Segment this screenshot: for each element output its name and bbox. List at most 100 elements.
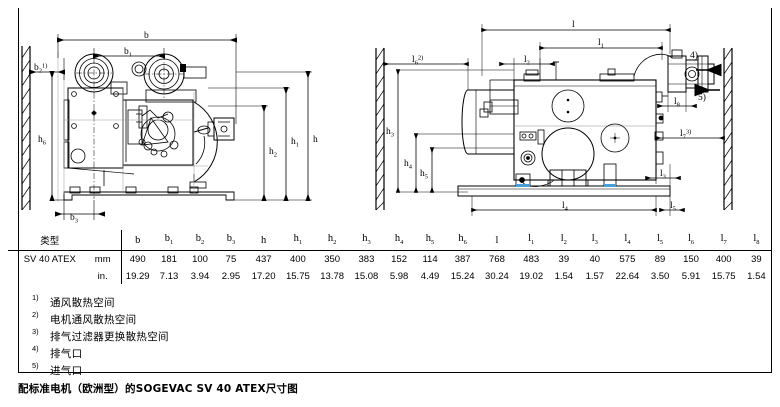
- cell-value: 1.54: [747, 270, 766, 282]
- footnote-item: 3) 排气过滤器更换散热空间: [22, 327, 442, 346]
- cell-type: [8, 268, 90, 284]
- footnote-list: 1) 通风散热空间 2) 电机通风散热空间 3) 排气过滤器更换散热空间 4) …: [22, 293, 442, 380]
- footnote-marker: 2): [32, 310, 39, 319]
- column-header-unit: [89, 230, 122, 251]
- cell-value: 15.75: [285, 270, 310, 282]
- dim-label-b3: b3: [70, 213, 78, 224]
- cell-value: 400: [715, 254, 732, 265]
- footnote-item: 4) 排气口: [22, 344, 442, 363]
- footnote-text: 排气过滤器更换散热空间: [50, 331, 169, 343]
- dimension-table: 类型 b b1 b2 b3 h h1 h2 h3 h4 h5 h6 l l1 l…: [8, 230, 772, 284]
- column-header-b3: b3: [215, 230, 247, 251]
- cell-value: 5.98: [389, 270, 409, 282]
- cell-value: 490: [120, 250, 154, 268]
- cell-value: 437: [255, 254, 272, 265]
- dimension-table-wrapper: 类型 b b1 b2 b3 h h1 h2 h3 h4 h5 h6 l l1 l…: [8, 230, 772, 284]
- callout-marker-4: 4): [690, 50, 698, 61]
- figure-caption: 配标准电机（欧洲型）的SOGEVAC SV 40 ATEX尺寸图: [18, 383, 298, 395]
- dim-label-h4: h4: [404, 159, 413, 171]
- dim-label-l6: l62): [412, 55, 423, 67]
- cell-value: 400: [289, 254, 306, 265]
- cell-value: 383: [358, 254, 375, 265]
- cell-value: 75: [225, 254, 237, 265]
- column-header-l5: l5: [644, 230, 676, 251]
- cell-value: 1.54: [554, 270, 574, 282]
- column-header-b2: b2: [184, 230, 216, 251]
- column-header-l6: l6: [675, 230, 707, 251]
- dim-label-h3: h3: [386, 127, 394, 139]
- dim-label-l5: l5: [670, 201, 676, 213]
- cell-value: 40: [589, 254, 601, 265]
- column-header-l1: l1: [514, 230, 549, 251]
- front-view-drawing: b b1 b21) b3 h h1 h2 h6: [8, 14, 338, 224]
- column-header-type: 类型: [8, 230, 90, 251]
- cell-value: 181: [161, 254, 177, 265]
- dim-label-l7: l73): [680, 129, 691, 141]
- cell-value: 15.08: [354, 270, 379, 282]
- column-header-h4: h4: [383, 230, 415, 251]
- cell-value: 13.78: [320, 270, 345, 282]
- cell-value: 1.57: [585, 270, 605, 282]
- cell-value: 15.75: [711, 270, 736, 282]
- footnote-text: 电机通风散热空间: [50, 314, 137, 326]
- cell-value: 150: [683, 254, 699, 265]
- cell-value: 114: [422, 254, 438, 265]
- cell-value: 3.94: [190, 270, 210, 282]
- cell-value: 4.49: [420, 270, 440, 282]
- dim-label-l2: l2: [524, 55, 530, 67]
- table-row: SV 40 ATEX mm 490 181 100 75 437 400 350…: [8, 250, 772, 268]
- cell-value: 89: [654, 254, 666, 265]
- footer-divider: [18, 372, 772, 373]
- cell-type: SV 40 ATEX: [23, 254, 76, 265]
- cell-value: 19.02: [519, 270, 544, 282]
- dim-label-b2: b21): [34, 63, 47, 75]
- cell-value: 17.20: [251, 270, 276, 282]
- cell-value: 15.24: [450, 270, 475, 282]
- column-header-l3: l3: [579, 230, 611, 251]
- cell-value: 39: [751, 254, 762, 265]
- cell-unit: in.: [97, 270, 108, 282]
- footnote-marker: 1): [32, 293, 39, 302]
- column-header-h1: h1: [280, 230, 316, 251]
- dim-label-h: h: [313, 135, 318, 145]
- cell-value: 22.64: [615, 270, 640, 282]
- footnote-marker: 5): [32, 361, 39, 370]
- cell-value: 152: [391, 254, 407, 265]
- frame-rail-right: [771, 8, 772, 372]
- callout-marker-5: 5): [698, 92, 706, 103]
- column-header-l8: l8: [740, 230, 772, 251]
- cell-value: 5.91: [681, 270, 701, 282]
- dim-label-l8: l8: [674, 97, 680, 109]
- column-header-l4: l4: [610, 230, 645, 251]
- dim-label-l4: l4: [562, 201, 569, 213]
- cell-value: 3.50: [650, 270, 670, 282]
- dim-label-h1: h1: [291, 137, 299, 149]
- cell-value: 39: [558, 254, 570, 265]
- column-header-h2: h2: [315, 230, 350, 251]
- column-header-l7: l7: [706, 230, 741, 251]
- cell-value: 7.13: [159, 270, 179, 282]
- column-header-h5: h5: [414, 230, 446, 251]
- dim-label-h5: h5: [420, 169, 428, 181]
- footnote-marker: 4): [32, 344, 39, 353]
- table-header-row: 类型 b b1 b2 b3 h h1 h2 h3 h4 h5 h6 l l1 l…: [8, 230, 772, 251]
- dim-label-b1: b1: [124, 47, 132, 59]
- column-header-h6: h6: [445, 230, 480, 251]
- dim-label-b: b: [144, 31, 149, 41]
- cell-value: 768: [489, 254, 505, 265]
- dim-label-h6: h6: [38, 135, 47, 147]
- frame-rail-left: [18, 8, 19, 372]
- cell-value: 30.24: [485, 270, 509, 282]
- footnote-text: 进气口: [50, 365, 83, 377]
- cell-value: 575: [619, 254, 636, 265]
- column-header-l: l: [479, 230, 515, 251]
- dim-label-l: l: [572, 20, 575, 30]
- column-header-h3: h3: [349, 230, 384, 251]
- table-row: in. 19.29 7.13 3.94 2.95 17.20 15.75 13.…: [8, 268, 772, 284]
- dim-label-l1: l1: [598, 38, 604, 50]
- footnote-marker: 3): [32, 327, 39, 336]
- footnote-text: 排气口: [50, 348, 83, 360]
- footnote-item: 2) 电机通风散热空间: [22, 310, 442, 329]
- column-header-h: h: [246, 230, 281, 251]
